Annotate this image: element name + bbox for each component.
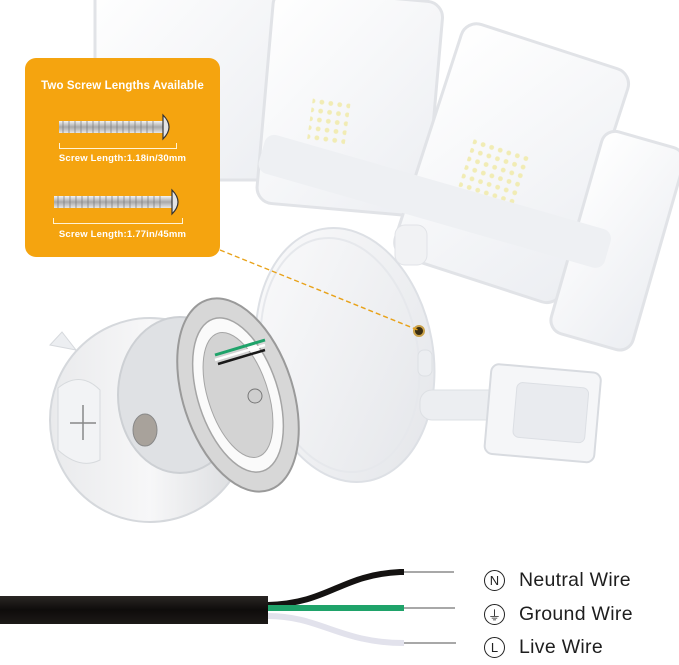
short-screw-dimension [59,143,177,149]
long-screw-dimension [53,218,183,224]
legend-neutral: N Neutral Wire [484,564,633,598]
callout-title: Two Screw Lengths Available [41,80,204,92]
live-wire [267,613,405,646]
short-screw-icon [59,113,170,141]
neutral-label: Neutral Wire [519,569,631,592]
screw-length-callout: Two Screw Lengths Available Screw Length… [25,58,220,257]
short-screw-label: Screw Length:1.18in/30mm [58,153,187,164]
ground-label: Ground Wire [519,602,633,625]
leader-line [219,249,419,331]
live-symbol-icon: L [484,637,505,659]
neutral-wire [267,569,404,608]
legend-ground: ⏚ Ground Wire [484,598,633,632]
mounting-plate [176,297,300,493]
wire-legend: N Neutral Wire ⏚ Ground Wire L Live Wire [484,564,633,665]
live-label: Live Wire [519,636,603,659]
screw-hole [413,325,425,337]
long-screw-label: Screw Length:1.77in/45mm [58,229,187,240]
legend-live: L Live Wire [484,631,633,665]
ground-symbol-icon: ⏚ [484,603,505,625]
neutral-symbol-icon: N [484,570,505,592]
long-screw-icon [54,188,179,216]
wire-cable [0,569,456,646]
motion-sensor [419,363,602,464]
